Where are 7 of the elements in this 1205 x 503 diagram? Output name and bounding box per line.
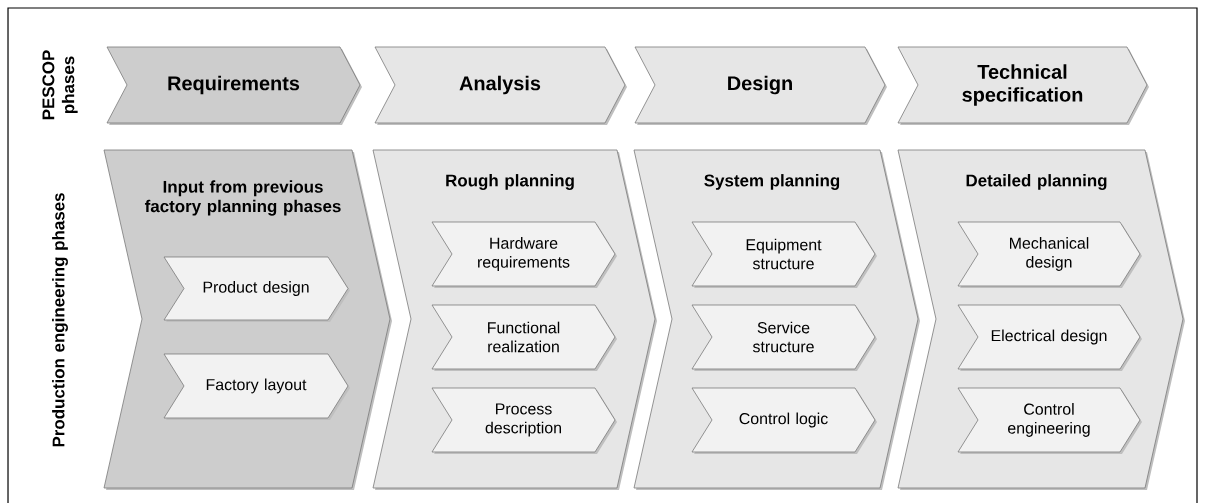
phase-box: Requirements — [106, 46, 362, 125]
row-label: Production engineering phases — [52, 193, 68, 447]
phase-box: Analysis — [374, 46, 627, 125]
row-label: PESCOP phases — [42, 50, 78, 120]
phase-box: Technical specification — [897, 46, 1149, 125]
phase-box: Design — [634, 46, 887, 125]
step-box: Factory layout — [163, 353, 350, 420]
